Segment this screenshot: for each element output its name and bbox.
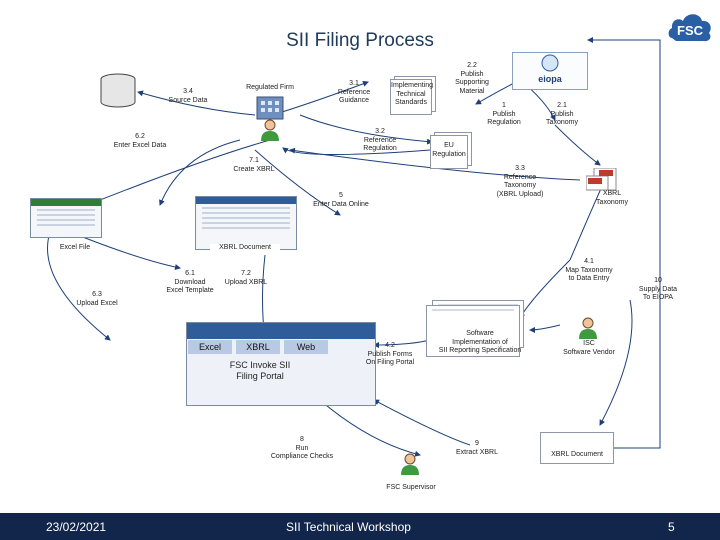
tab-web[interactable]: Web: [284, 340, 328, 354]
eiopa-text: eiopa: [538, 74, 562, 84]
label-6-3: 6.3 Upload Excel: [76, 291, 118, 307]
eiopa-logo: eiopa: [512, 52, 588, 90]
fsc-portal-screenshot: [186, 322, 376, 406]
label-2-2: 2.2 Publish Supporting Material: [455, 62, 489, 95]
building-icon: [253, 93, 287, 121]
label-software-implementation: Software Implementation of SII Reporting…: [438, 330, 522, 354]
label-3-2: 3.2 Reference Regulation: [363, 128, 397, 152]
label-5: 5 Enter Data Online: [313, 192, 369, 208]
footer-title: SII Technical Workshop: [286, 520, 411, 534]
fsc-logo: FSC: [666, 8, 714, 48]
xbrl-document-screenshot: [195, 196, 297, 250]
excel-screenshot: [30, 198, 102, 238]
label-4-2: 4.2 Publish Forms On Filing Portal: [365, 342, 415, 366]
supervisor-person-icon: [398, 452, 422, 476]
label-excel-file: Excel File: [59, 244, 91, 251]
label-7-2: 7.2 Upload XBRL: [224, 270, 268, 286]
label-3-4: 3.4 Source Data: [168, 88, 208, 104]
label-6-1: 6.1 Download Excel Template: [166, 270, 214, 294]
label-implementing-standards: Implementing Technical Standards: [391, 82, 434, 106]
label-7-1: 7.1 Create XBRL: [233, 157, 275, 173]
label-3-3: 3.3 Reference Taxonomy (XBRL Upload): [496, 165, 544, 198]
label-fsc-supervisor: FSC Supervisor: [386, 484, 436, 491]
label-fsc-portal: FSC Invoke SII Filing Portal: [229, 360, 291, 381]
logo-text: FSC: [677, 23, 704, 38]
doc-stack-front: Implementing Technical Standards: [390, 79, 434, 115]
page-title: SII Filing Process: [286, 30, 434, 51]
tab-xbrl[interactable]: XBRL: [236, 340, 280, 354]
footer-date: 23/02/2021: [46, 520, 107, 534]
label-9: 9 Extract XBRL: [455, 440, 498, 456]
eu-regulation-doc: EU Regulation: [430, 135, 468, 169]
label-1: 1 Publish Regulation: [487, 102, 521, 126]
person-icon: [258, 118, 282, 142]
label-xbrl-document: XBRL Document: [210, 244, 280, 253]
label-4-1: 4.1 Map Taxonomy to Data Entry: [565, 258, 613, 282]
label-regulated-firm: Regulated Firm: [246, 84, 294, 91]
label-2-1: 2.1 Publish Taxonomy: [546, 102, 578, 126]
label-isc-vendor: ISC Software Vendor: [563, 340, 615, 356]
label-3-1: 3.1 Reference Guidance: [337, 80, 371, 104]
xbrl-document-2-doc: XBRL Document: [540, 432, 614, 464]
label-6-2: 6.2 Enter Excel Data: [113, 133, 167, 149]
vendor-person-icon: [576, 316, 600, 340]
page-number: 5: [668, 520, 675, 534]
footer-bar: 23/02/2021 SII Technical Workshop 5: [0, 513, 720, 540]
label-xbrl-taxonomy: XBRL Taxonomy: [596, 190, 628, 206]
label-10: 10 Supply Data To EIOPA: [638, 277, 678, 301]
tab-excel[interactable]: Excel: [188, 340, 232, 354]
database-icon: [98, 72, 138, 110]
software-doc: [426, 305, 520, 357]
label-eu-regulation: EU Regulation: [432, 142, 466, 158]
label-xbrl-document-2: XBRL Document: [551, 451, 603, 458]
xml-file-icon: [585, 167, 620, 192]
label-8: 8 Run Compliance Checks: [270, 436, 334, 460]
